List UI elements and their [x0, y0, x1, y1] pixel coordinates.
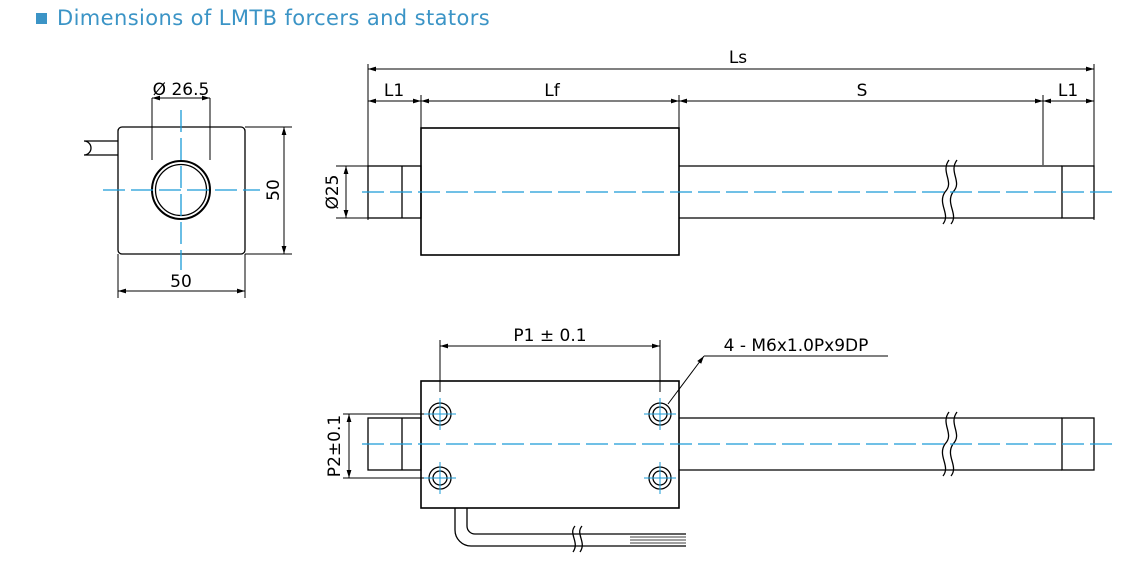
cable [454, 508, 686, 547]
side-view [336, 64, 1095, 256]
bore-diameter-label: Ø 26.5 [153, 80, 210, 100]
section-title: Dimensions of LMTB forcers and stators [57, 6, 491, 30]
hole-pitch-label: P1 ± 0.1 [513, 326, 586, 346]
cable-stub [83, 140, 118, 156]
forcer-length-label: Lf [544, 81, 560, 101]
square-bullet-icon [36, 12, 47, 24]
hole-centerlines [424, 398, 676, 494]
hole-spec-leader [667, 355, 705, 405]
end-view-centerlines [103, 110, 260, 270]
cable-break-mark [572, 525, 583, 553]
rod-diameter-label: Ø25 [323, 174, 343, 209]
section-heading: Dimensions of LMTB forcers and stators [36, 3, 490, 33]
height-label: 50 [264, 179, 284, 201]
overall-length-label: Ls [729, 48, 747, 68]
hole-spec-label: 4 - M6x1.0Px9DP [724, 336, 869, 356]
width-label: 50 [170, 272, 192, 292]
stroke-label: S [857, 81, 868, 101]
end-view [83, 95, 292, 298]
left-end-label: L1 [384, 81, 404, 101]
hole-width-label: P2±0.1 [325, 415, 345, 477]
top-view [343, 340, 1095, 553]
right-end-label: L1 [1058, 81, 1078, 101]
